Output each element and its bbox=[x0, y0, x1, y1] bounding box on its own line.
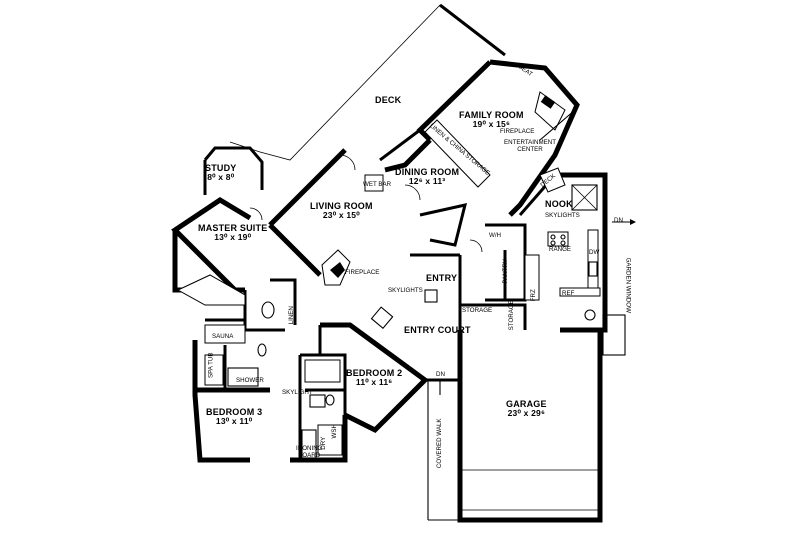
dn-court-label: DN bbox=[436, 371, 445, 378]
master-suite-label: MASTER SUITE 13⁰ x 19⁰ bbox=[198, 223, 268, 243]
storage-2-label: STORAGE bbox=[507, 300, 515, 331]
dw-label: DW bbox=[589, 249, 600, 256]
living-room-label: LIVING ROOM 23⁰ x 15⁰ bbox=[310, 201, 373, 221]
family-room-label: FAMILY ROOM 19⁰ x 15⁶ bbox=[459, 110, 524, 130]
wet-bar-label: WET BAR bbox=[363, 181, 392, 188]
entry-skylights-label: SKYLIGHTS bbox=[388, 287, 423, 294]
study-label: STUDY 8⁰ x 8⁰ bbox=[205, 163, 237, 183]
bedroom-3-label: BEDROOM 3 13⁰ x 11⁰ bbox=[206, 407, 263, 427]
shower-label: SHOWER bbox=[236, 377, 264, 384]
garage-label: GARAGE 23⁰ x 29⁶ bbox=[506, 399, 547, 419]
storage-1-label: STORAGE bbox=[462, 307, 493, 314]
entertainment-center-label: ENTERTAINMENT CENTER bbox=[504, 139, 557, 153]
deck-outline bbox=[229, 3, 506, 161]
frz-label: FRZ bbox=[529, 289, 537, 302]
ref-label: REF bbox=[562, 290, 575, 297]
covered-walk-label: COVERED WALK bbox=[435, 418, 443, 469]
ironing-board-label: IRONING BOARD bbox=[296, 445, 323, 459]
entry-court-label: ENTRY COURT bbox=[404, 325, 471, 335]
fixtures bbox=[176, 91, 636, 521]
exterior-walls bbox=[171, 59, 608, 523]
living-fireplace-label: FIREPLACE bbox=[345, 269, 380, 276]
garden-window-label: GARDEN WINDOW bbox=[624, 257, 632, 313]
pantry-label: PANTRY bbox=[502, 258, 510, 284]
nook-skylights-label: SKYLIGHTS bbox=[545, 212, 580, 219]
range-label: RANGE bbox=[549, 246, 572, 253]
entry-label: ENTRY bbox=[426, 273, 458, 283]
wh-label: W/H bbox=[489, 232, 502, 239]
dining-room-label: DINING ROOM 12⁶ x 11³ bbox=[395, 167, 460, 187]
washer-label: WSH bbox=[330, 424, 338, 439]
linen-label: LINEN bbox=[287, 306, 295, 325]
sauna-label: SAUNA bbox=[212, 333, 234, 340]
deck-label: DECK bbox=[375, 95, 402, 105]
bedroom-2-label: BEDROOM 2 11⁰ x 11⁶ bbox=[346, 368, 403, 388]
nook-label: NOOK bbox=[545, 199, 573, 209]
spa-tub-label: SPA TUB bbox=[207, 352, 215, 379]
family-fireplace-label: FIREPLACE bbox=[500, 128, 535, 135]
skylight-label: SKYLIGHT bbox=[282, 389, 313, 396]
dn-right-label: DN bbox=[614, 217, 623, 224]
